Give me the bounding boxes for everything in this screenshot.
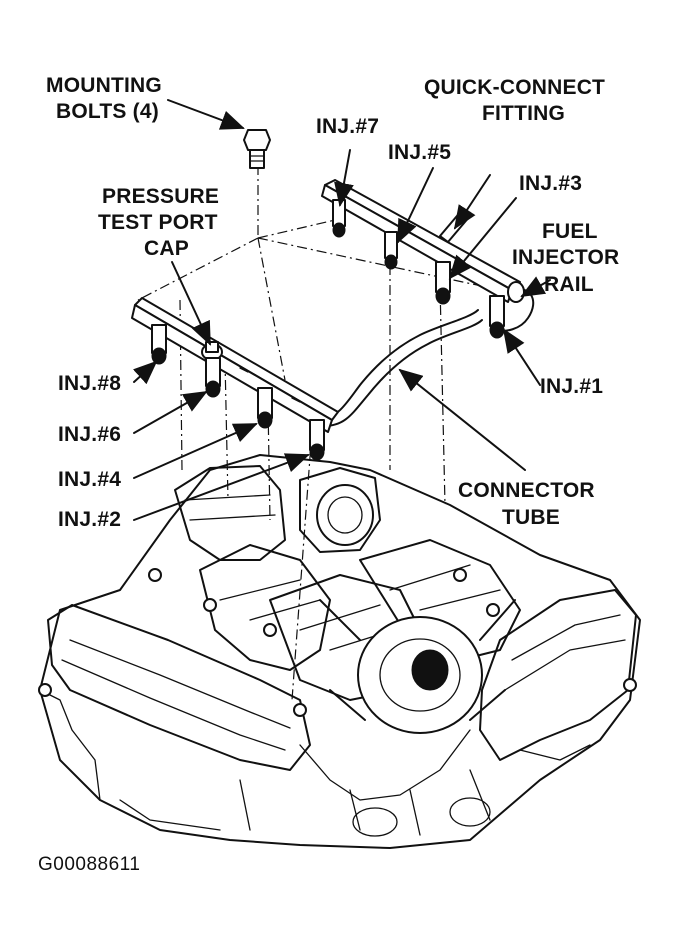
- quick-connect-fitting-label: QUICK-CONNECT: [424, 76, 605, 99]
- fuel-injector-rail-label: FUEL: [542, 220, 598, 243]
- engine-block-illustration: [38, 454, 641, 849]
- callout-labels: MOUNTING BOLTS (4) QUICK-CONNECT FITTING…: [38, 74, 619, 875]
- pressure-test-port-cap-label: TEST PORT: [98, 211, 218, 234]
- alignment-guide-lines: [137, 165, 501, 701]
- mounting-bolt-icon: [243, 129, 271, 169]
- injector-6-label: INJ.#6: [58, 423, 121, 446]
- fuel-injector-rail-label: RAIL: [544, 273, 594, 296]
- injector-1-label: INJ.#1: [540, 375, 603, 398]
- fuel-injector-rail-label: INJECTOR: [512, 246, 619, 269]
- quick-connect-fitting-label: FITTING: [482, 102, 565, 125]
- injector-4-icon: [257, 387, 273, 429]
- pressure-test-port-cap-label: CAP: [144, 237, 189, 260]
- injector-6-icon: [205, 357, 221, 398]
- injector-2-label: INJ.#2: [58, 508, 121, 531]
- connector-tube-label: TUBE: [502, 506, 560, 529]
- injector-7-label: INJ.#7: [316, 115, 379, 138]
- injector-1-icon: [489, 295, 505, 339]
- leader-arrows: [132, 99, 551, 521]
- injector-5-icon: [384, 231, 398, 270]
- injector-7-icon: [332, 199, 346, 238]
- mounting-bolts-label: MOUNTING: [46, 74, 162, 97]
- injector-8-icon: [151, 324, 167, 365]
- injector-4-label: INJ.#4: [58, 468, 121, 491]
- connector-tube: [319, 309, 483, 427]
- figure-id-label: G00088611: [38, 854, 140, 875]
- injector-3-label: INJ.#3: [519, 172, 582, 195]
- mounting-bolts-label: BOLTS (4): [56, 100, 159, 123]
- pressure-test-port-cap-label: PRESSURE: [102, 185, 219, 208]
- injector-8-label: INJ.#8: [58, 372, 121, 395]
- front-fuel-rail: [131, 297, 339, 461]
- injector-3-icon: [435, 261, 451, 305]
- injector-2-icon: [309, 419, 325, 461]
- injector-5-label: INJ.#5: [388, 141, 451, 164]
- connector-tube-label: CONNECTOR: [458, 479, 595, 502]
- rear-fuel-rail: [321, 179, 535, 339]
